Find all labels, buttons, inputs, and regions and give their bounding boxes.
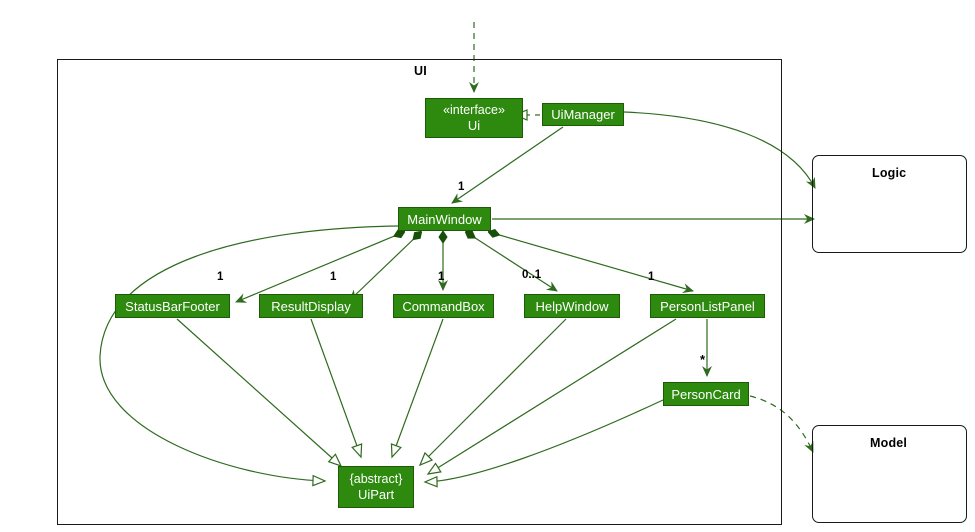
class-node-resultdisplay[interactable]: ResultDisplay [259,294,363,318]
multiplicity-label: 1 [330,271,337,283]
class-node-personcard[interactable]: PersonCard [663,382,749,406]
multiplicity-label: 1 [438,271,445,283]
class-node-commandbox[interactable]: CommandBox [393,294,494,318]
class-name: UiManager [551,107,615,122]
package-frame-logic [812,155,967,253]
multiplicity-label: * [700,352,706,367]
class-stereotype: «interface» [443,103,505,117]
edge-personlist-to-uipart [426,318,677,475]
package-frame-model [812,425,967,523]
class-node-mainwindow[interactable]: MainWindow [398,207,491,231]
edge-personcard-to-uipart [423,399,664,488]
edge-personcard-to-model [749,395,814,453]
class-name: UiPart [357,487,395,502]
package-title-ui: UI [414,64,427,78]
edge-helpwindow-to-uipart [418,318,567,467]
package-title-logic: Logic [872,166,907,180]
class-name: PersonListPanel [660,298,755,314]
class-name: Ui [467,118,481,133]
class-name: MainWindow [407,211,482,227]
package-title-model: Model [870,436,908,450]
class-name: HelpWindow [535,298,609,314]
package-frame-ui [57,59,782,525]
class-name: StatusBarFooter [125,298,220,314]
multiplicity-label: 0..1 [522,269,542,281]
multiplicity-label: 1 [648,271,655,283]
class-node-ui[interactable]: «interface» Ui [425,98,523,138]
class-name: ResultDisplay [271,298,351,314]
edge-uimanager-to-logic [623,111,816,189]
edge-commandbox-to-uipart [390,318,444,459]
class-node-personlistpanel[interactable]: PersonListPanel [650,294,765,318]
edge-mainwindow-to-resultdisplay [350,232,421,300]
edge-statusbar-to-uipart [176,318,343,468]
edge-mainwindow-to-uipart [99,225,399,487]
multiplicity-label: 1 [217,271,224,283]
class-stereotype: {abstract} [349,472,403,486]
class-node-uimanager[interactable]: UiManager [542,103,624,126]
class-name: CommandBox [402,298,485,314]
edge-uimanager-to-mainwindow [451,126,564,204]
edge-resultdisplay-to-uipart [310,318,363,459]
class-node-helpwindow[interactable]: HelpWindow [524,294,620,318]
edge-mainwindow-to-personlist [489,232,693,291]
class-name: PersonCard [671,386,741,402]
class-node-uipart[interactable]: {abstract} UiPart [338,466,414,508]
class-node-statusbarfooter[interactable]: StatusBarFooter [115,294,230,318]
multiplicity-label: 1 [458,181,465,193]
